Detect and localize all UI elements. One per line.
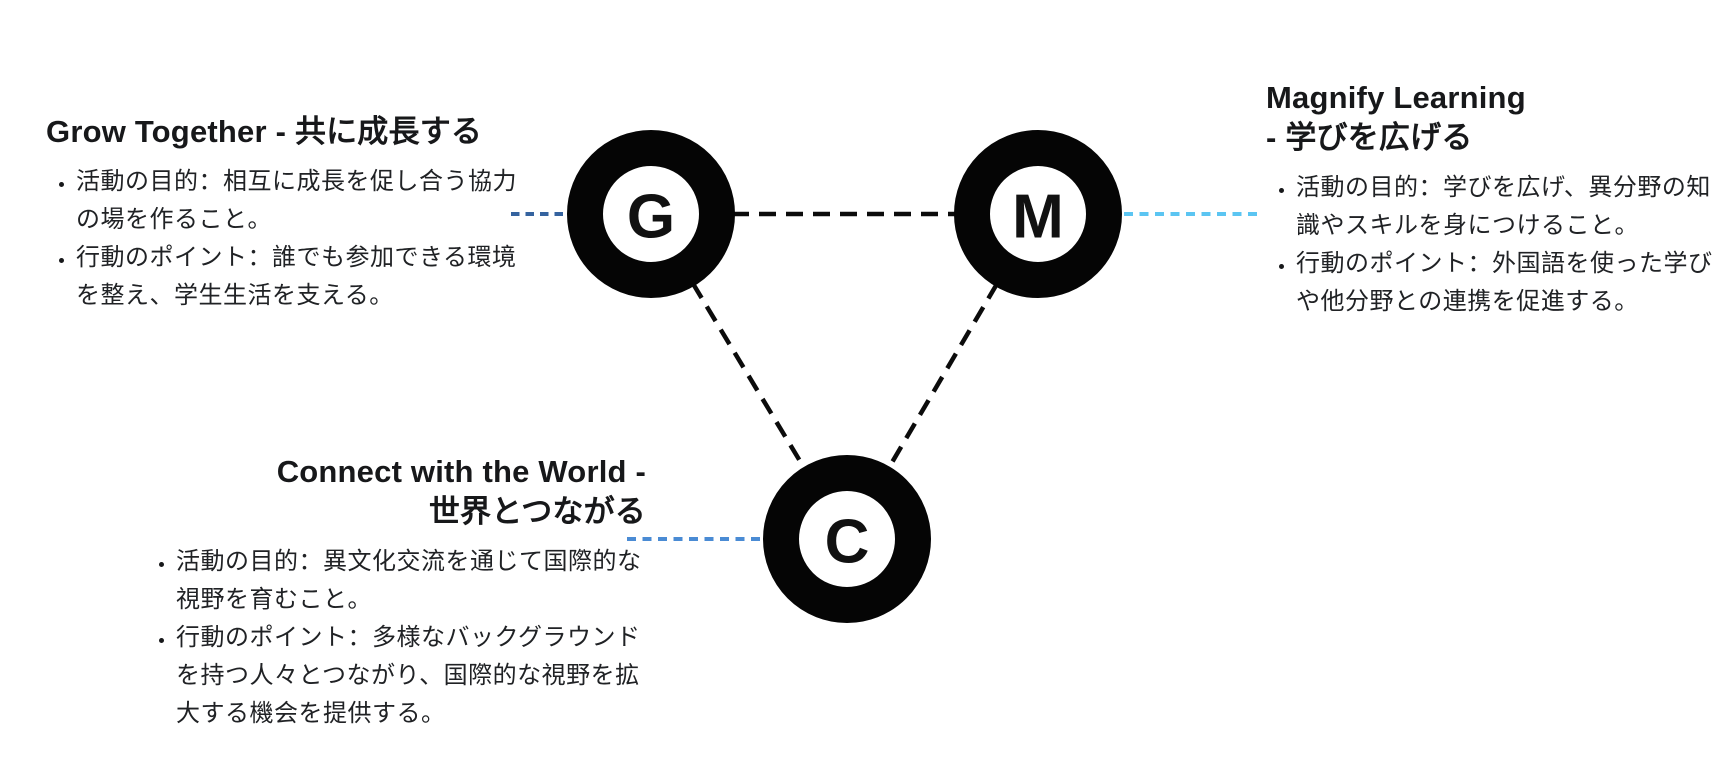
node-connect-letter: C xyxy=(825,508,870,577)
connect-title-line2: 世界とつながる xyxy=(428,494,646,529)
magnify-text-block: Magnify Learning - 学びを広げる 活動の目的：学びを広げ、異分… xyxy=(1266,78,1718,321)
grow-bullet-purpose: 活動の目的：相互に成長を促し合う協力の場を作ること。 xyxy=(76,163,518,239)
connect-title: Connect with the World - 世界とつながる xyxy=(146,452,646,532)
node-grow: G xyxy=(567,130,735,298)
node-connect-ring xyxy=(763,455,931,623)
connect-bullet-list: 活動の目的：異文化交流を通じて国際的な視野を育むこと。 行動のポイント：多様なバ… xyxy=(146,543,646,733)
node-grow-ring xyxy=(567,130,735,298)
connect-bullet-action: 行動のポイント：多様なバックグラウンドを持つ人々とつながり、国際的な視野を拡大す… xyxy=(176,619,646,733)
grow-bullet-action: 行動のポイント：誰でも参加できる環境を整え、学生生活を支える。 xyxy=(76,239,518,315)
connect-text-block: Connect with the World - 世界とつながる 活動の目的：異… xyxy=(146,452,646,733)
connect-title-line1: Connect with the World - xyxy=(276,454,646,489)
node-grow-letter: G xyxy=(627,183,675,252)
magnify-bullet-action: 行動のポイント：外国語を使った学びや他分野との連携を促進する。 xyxy=(1296,245,1718,321)
magnify-bullet-purpose: 活動の目的：学びを広げ、異分野の知識やスキルを身につけること。 xyxy=(1296,169,1718,245)
magnify-title: Magnify Learning - 学びを広げる xyxy=(1266,78,1718,158)
magnify-title-line1: Magnify Learning xyxy=(1266,80,1526,115)
node-magnify-ring xyxy=(954,130,1122,298)
connect-bullet-purpose: 活動の目的：異文化交流を通じて国際的な視野を育むこと。 xyxy=(176,543,646,619)
node-magnify: M xyxy=(954,130,1122,298)
magnify-title-line2: - 学びを広げる xyxy=(1266,120,1473,155)
node-connect: C xyxy=(763,455,931,623)
grow-text-block: Grow Together - 共に成長する 活動の目的：相互に成長を促し合う協… xyxy=(46,112,518,315)
grow-title: Grow Together - 共に成長する xyxy=(46,114,483,149)
node-magnify-letter: M xyxy=(1012,183,1064,252)
grow-bullet-list: 活動の目的：相互に成長を促し合う協力の場を作ること。 行動のポイント：誰でも参加… xyxy=(46,163,518,315)
magnify-bullet-list: 活動の目的：学びを広げ、異分野の知識やスキルを身につけること。 行動のポイント：… xyxy=(1266,169,1718,321)
